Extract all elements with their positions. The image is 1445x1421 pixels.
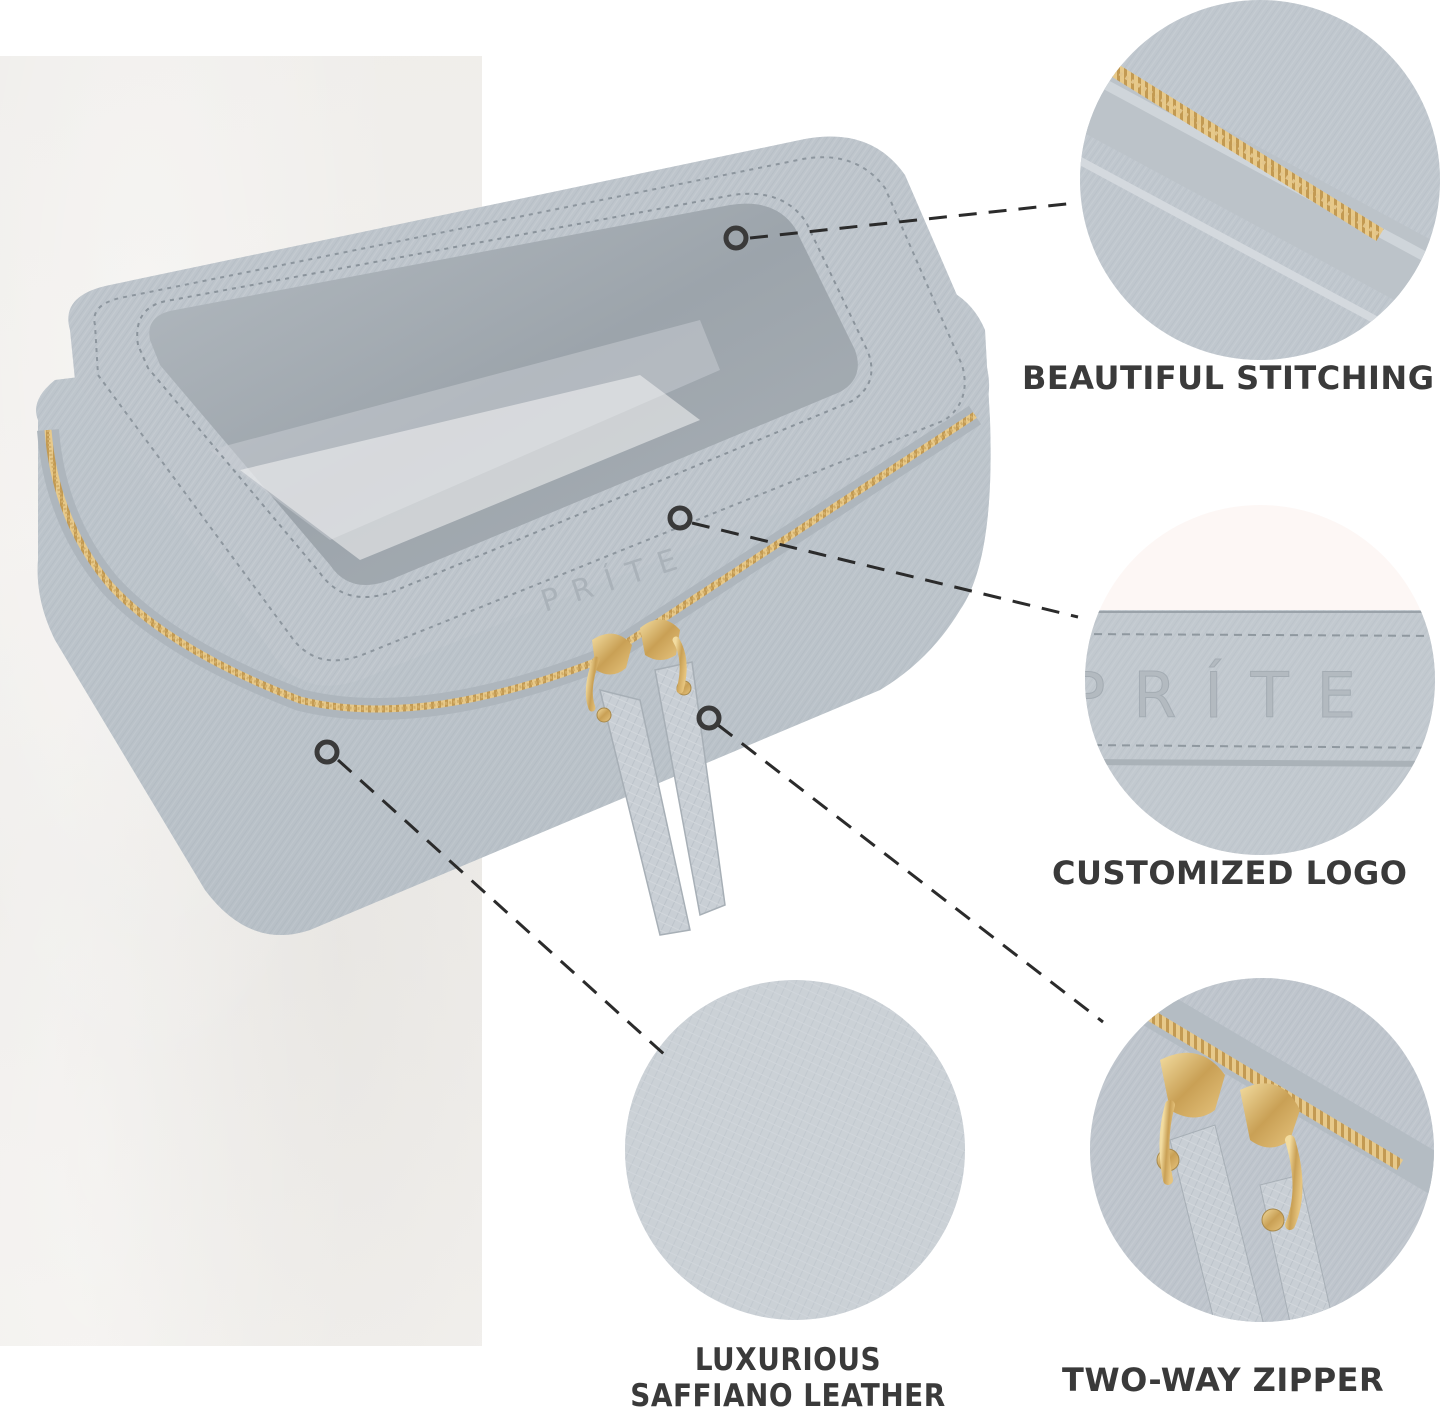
- marker-logo-icon: [667, 505, 693, 531]
- leader-line-leather: [336, 758, 667, 1057]
- leader-line-zipper: [717, 723, 1104, 1024]
- leather-texture-closeup-icon: [625, 980, 965, 1320]
- feature-label-stitching: BEAUTIFUL STITCHING: [1022, 359, 1435, 397]
- leader-lines: [336, 201, 1104, 1057]
- logo-closeup-icon: PRÍTE: [1068, 505, 1435, 855]
- hotspot-logo[interactable]: [666, 504, 694, 532]
- feature-label-leather-line1: LUXURIOUS: [694, 1342, 882, 1378]
- feature-label-leather: LUXURIOUS SAFFIANO LEATHER: [598, 1342, 978, 1414]
- marker-leather-icon: [314, 739, 340, 765]
- leader-line-stitching: [749, 201, 1076, 240]
- marker-stitching-icon: [723, 225, 749, 251]
- feature-markers: [314, 225, 749, 765]
- zipper-pulls: [585, 619, 726, 936]
- logo-closeup-text: PRÍTE: [1068, 659, 1384, 732]
- hotspot-leather[interactable]: [313, 738, 341, 766]
- feature-label-leather-line2: SAFFIANO LEATHER: [630, 1377, 946, 1414]
- hotspot-stitching[interactable]: [722, 224, 750, 252]
- feature-label-zipper: TWO-WAY ZIPPER: [1062, 1361, 1385, 1399]
- zipper-closeup-icon: [1090, 978, 1434, 1322]
- hotspot-zipper[interactable]: [695, 704, 723, 732]
- leader-line-logo: [691, 521, 1079, 619]
- marker-zipper-icon: [696, 705, 722, 731]
- feature-label-logo: CUSTOMIZED LOGO: [1052, 854, 1408, 892]
- stitching-closeup-icon: [1080, 0, 1440, 360]
- toiletry-bag: PRÍTE: [36, 136, 991, 936]
